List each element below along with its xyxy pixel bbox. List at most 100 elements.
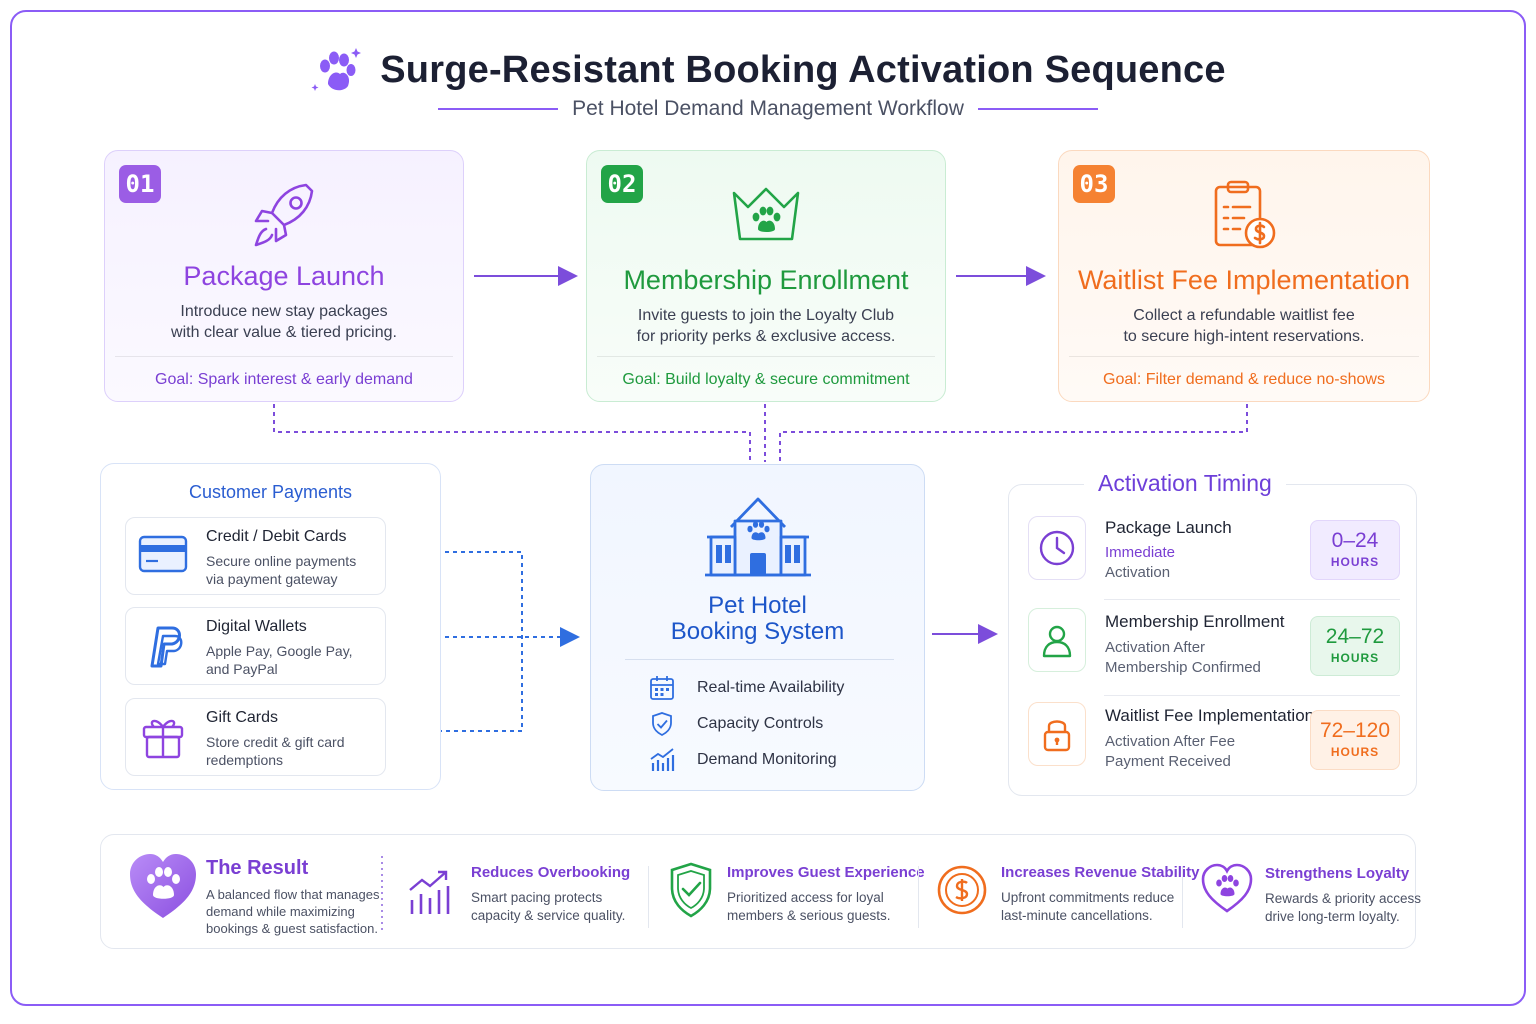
credit-card-icon [138,535,188,573]
clipboard-dollar-icon [1214,180,1276,249]
subtitle-row: Pet Hotel Demand Management Workflow [0,97,1536,121]
result-bar [100,834,1416,949]
divider [918,866,919,928]
range-unit: HOURS [1330,651,1380,665]
page-title: Surge-Resistant Booking Activation Seque… [380,48,1226,91]
timing-row-package-launch: Package Launch Immediate Activation 0–24… [1020,508,1408,598]
sub-line: Activation [1105,564,1171,581]
gift-icon [142,719,184,759]
step-title: Waitlist Fee Implementation [1077,265,1411,295]
subtitle-rule-left [438,108,559,110]
desc-line: Upfront commitments reduce [1001,890,1175,905]
desc-line: for priority perks & exclusive access. [636,328,896,345]
divider [1182,866,1183,928]
desc-line: redemptions [206,752,284,768]
desc-line: Introduce new stay packages [180,303,388,320]
divider [1104,599,1400,600]
feature-label: Real-time Availability [697,679,845,696]
payment-title: Digital Wallets [206,618,307,635]
system-title: Pet Hotel Booking System [591,593,924,645]
step-card-package-launch: 01 Package Launch Introduce new stay pac… [104,150,464,402]
hotel-building-icon [704,497,811,577]
divider [625,659,894,660]
divider [597,356,935,357]
desc-line: with clear value & tiered pricing. [171,324,397,341]
timing-sub: Immediate Activation [1105,543,1175,583]
feature-real-time-availability: Real-time Availability [649,675,844,701]
benefit-title: Strengthens Loyalty [1265,865,1410,882]
desc-line: to secure high-intent reservations. [1123,328,1365,345]
desc-line: members & serious guests. [727,908,891,923]
feature-demand-monitoring: Demand Monitoring [649,747,837,773]
timing-icon-box [1028,516,1086,580]
desc-line: Secure online payments [206,553,357,569]
step-description: Introduce new stay packages with clear v… [105,301,463,343]
desc-line: and PayPal [206,661,278,677]
desc-line: Invite guests to join the Loyalty Club [637,307,895,324]
benefit-desc: Smart pacing protects capacity & service… [471,889,625,925]
payment-title: Credit / Debit Cards [206,528,347,545]
feature-label: Demand Monitoring [697,751,837,768]
growth-chart-icon [409,870,450,914]
heart-paw-icon [1201,863,1253,913]
dotted-divider [381,856,383,934]
timing-name: Membership Enrollment [1105,612,1285,631]
range-value: 0–24 [1331,529,1379,552]
step-goal: Goal: Spark interest & early demand [155,371,413,388]
step-goal: Goal: Filter demand & reduce no-shows [1103,371,1385,388]
payment-desc: Store credit & gift card redemptions [206,733,345,769]
step-card-waitlist-fee: 03 Waitlist Fee Implementation Collect a… [1058,150,1430,402]
step-to-system-connectors [273,404,1248,462]
range-unit: HOURS [1330,745,1380,759]
step-title: Package Launch [183,261,385,291]
step-description: Invite guests to join the Loyalty Club f… [587,305,945,347]
benefit-title: Improves Guest Experience [727,864,925,881]
step-goal: Goal: Build loyalty & secure commitment [622,371,910,388]
page-subtitle: Pet Hotel Demand Management Workflow [572,97,964,120]
customer-payments-panel: Customer Payments Credit / Debit Cards S… [100,463,441,790]
timing-sub: Activation After Fee Payment Received [1105,732,1235,772]
payment-gift-cards: Gift Cards Store credit & gift card rede… [125,698,386,776]
timing-name: Package Launch [1105,518,1232,537]
result-desc: A balanced flow that manages demand whil… [206,886,379,937]
sub-line: Payment Received [1105,753,1231,770]
lock-icon [1043,720,1071,752]
shield-check-icon [670,862,712,918]
payment-desc: Secure online payments via payment gatew… [206,552,356,588]
desc-line: last-minute cancellations. [1001,908,1153,923]
sub-line: Membership Confirmed [1105,659,1261,676]
step-title: Membership Enrollment [623,265,909,295]
divider [648,866,649,928]
header: Surge-Resistant Booking Activation Seque… [0,44,1536,96]
step-number-badge: 02 [601,165,643,203]
step-description: Collect a refundable waitlist fee to sec… [1059,305,1429,347]
booking-system-panel: Pet Hotel Booking System Real-time Avail… [590,464,925,791]
divider [115,356,453,357]
panel-title: Activation Timing [1084,470,1286,497]
desc-line: Store credit & gift card [206,734,345,750]
step-card-membership-enrollment: 02 Membership Enrollment Invite guests t… [586,150,946,402]
payment-connectors [389,551,580,732]
crown-paw-icon [732,187,800,241]
desc-line: via payment gateway [206,571,338,587]
timing-range-pill: 24–72 HOURS [1310,616,1400,676]
payment-digital-wallets: Digital Wallets Apple Pay, Google Pay, a… [125,607,386,685]
dollar-coin-icon [937,865,987,915]
timing-name: Waitlist Fee Implementation [1105,706,1315,725]
divider [1069,356,1419,357]
desc-line: Rewards & priority access [1265,891,1422,906]
calendar-icon [650,676,674,700]
feature-capacity-controls: Capacity Controls [649,711,823,737]
desc-line: bookings & guest satisfaction. [206,921,378,936]
panel-title: Customer Payments [188,482,353,502]
timing-sub: Activation After Membership Confirmed [1105,638,1261,678]
sub-line: Activation After [1105,639,1206,656]
sub-line: Immediate [1105,544,1176,561]
clock-icon [1039,530,1075,566]
range-value: 72–120 [1319,719,1391,742]
desc-line: drive long-term loyalty. [1265,909,1400,924]
subtitle-rule-right [977,108,1098,110]
sub-line: Activation After Fee [1105,733,1236,750]
timing-row-waitlist: Waitlist Fee Implementation Activation A… [1020,694,1408,784]
